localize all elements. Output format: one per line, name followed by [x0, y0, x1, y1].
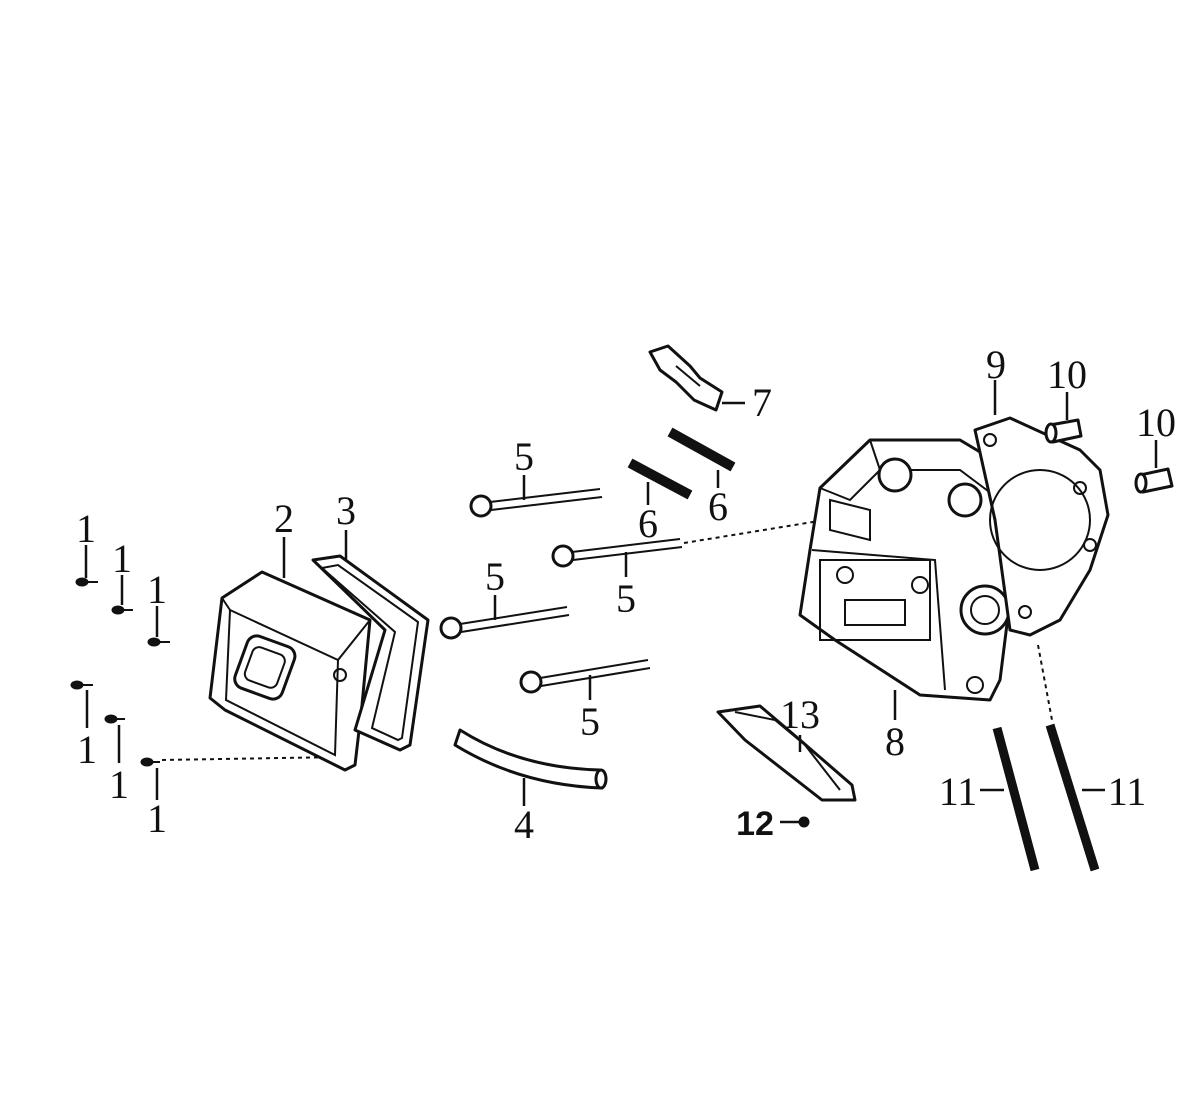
callout-label-8: 8: [885, 719, 905, 764]
callout-label-10: 10: [1047, 352, 1087, 397]
dowel-pin-part-10: [1134, 440, 1174, 494]
stud-group-part-6: [627, 427, 736, 505]
screw-1-group: [70, 545, 341, 800]
long-stud-part-11: [980, 726, 1040, 872]
bolt-group-part-5: [439, 475, 826, 700]
callout-label-5: 5: [580, 699, 600, 744]
callout-label-1: 1: [147, 796, 167, 841]
callout-label-1: 1: [109, 762, 129, 807]
callout-label-3: 3: [336, 488, 356, 533]
screw-part-1: [70, 680, 93, 728]
callout-label-13: 13: [780, 692, 820, 737]
callout-label-1: 1: [77, 727, 97, 772]
screw-part-1: [75, 545, 98, 587]
callout-label-1: 1: [76, 506, 96, 551]
callout-label-10: 10: [1136, 400, 1176, 445]
screw-part-1: [111, 575, 133, 615]
breather-tube-part-4: [453, 728, 608, 806]
callout-label-9: 9: [986, 342, 1006, 387]
callout-label-2: 2: [274, 496, 294, 541]
bolt-part-5: [439, 595, 570, 640]
spark-plug-part-7: [648, 344, 745, 412]
callout-label-1: 1: [112, 536, 132, 581]
valve-cover-part-2: [208, 537, 372, 772]
callout-label-12: 12: [736, 805, 774, 843]
screw-part-1: [104, 714, 125, 763]
callout-label-5: 5: [616, 576, 636, 621]
dowel-group-part-10: [1044, 392, 1174, 494]
callout-label-6: 6: [708, 484, 728, 529]
callout-label-5: 5: [514, 434, 534, 479]
stud-part-6: [667, 427, 736, 488]
callout-label-1: 1: [147, 567, 167, 612]
bolt-part-5: [519, 659, 651, 700]
bolt-part-5: [551, 519, 826, 577]
callout-label-5: 5: [485, 554, 505, 599]
dowel-pin-part-10: [1044, 392, 1083, 444]
stud-group-part-11: [980, 644, 1105, 872]
screw-part-12: [780, 816, 810, 828]
callout-label-11: 11: [939, 769, 978, 814]
long-stud-part-11: [1037, 644, 1105, 872]
screw-part-1: [147, 606, 170, 647]
stud-part-6: [627, 458, 693, 505]
bracket-part-13: [716, 704, 857, 802]
gasket-part-3: [311, 530, 430, 752]
callout-label-7: 7: [752, 380, 772, 425]
bolt-part-5: [469, 475, 603, 518]
callout-label-6: 6: [638, 501, 658, 546]
callout-label-11: 11: [1108, 769, 1147, 814]
screw-part-1: [140, 756, 341, 800]
callout-label-4: 4: [514, 802, 534, 847]
